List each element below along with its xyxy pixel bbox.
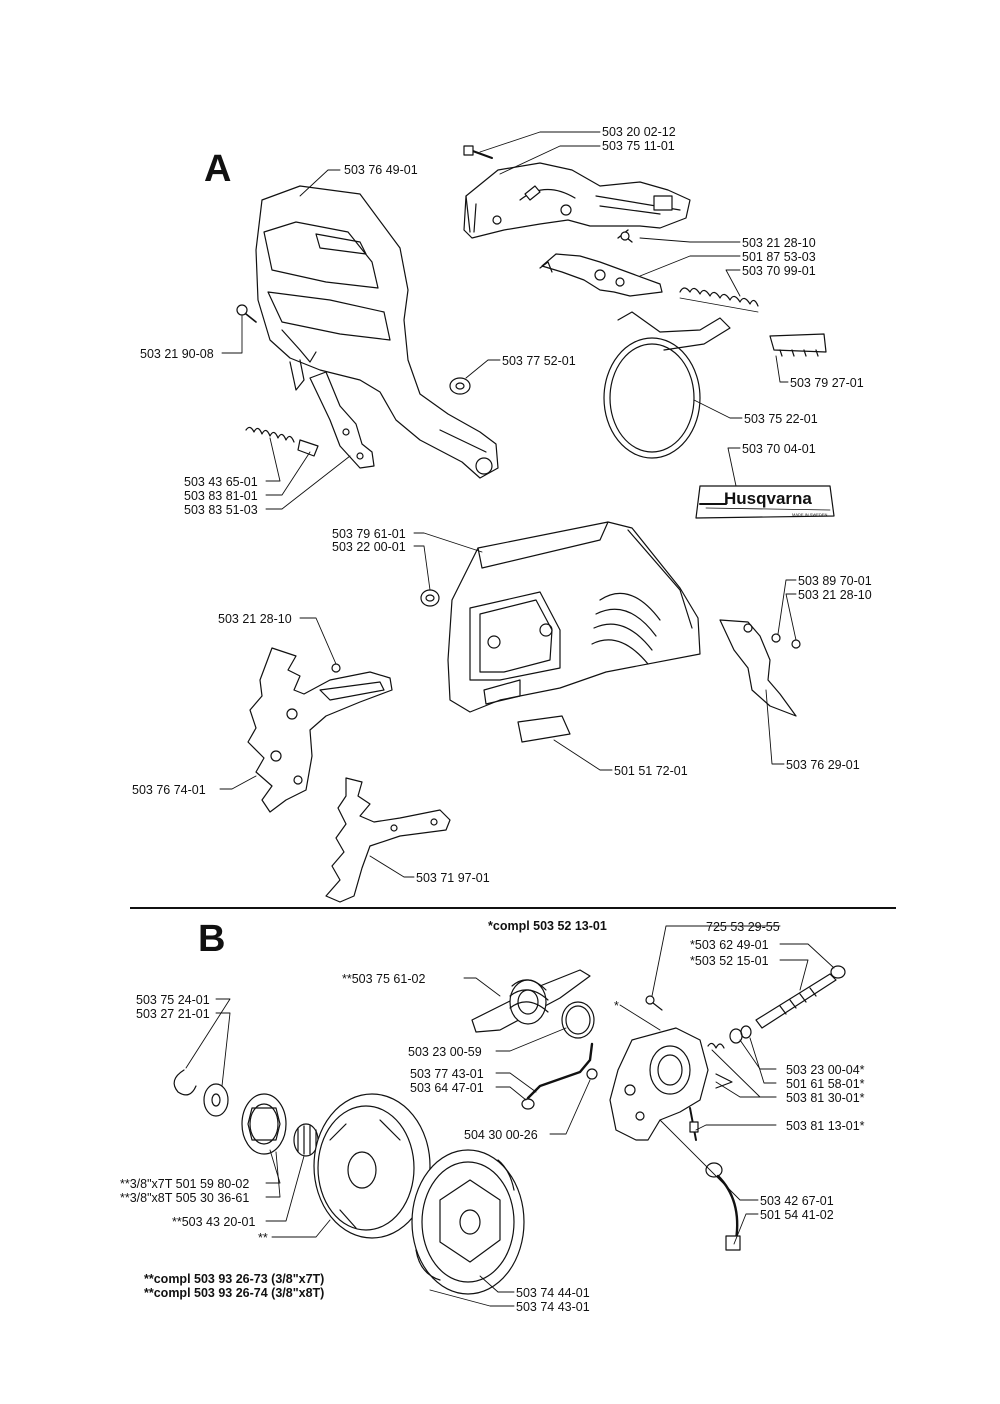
part-label: 503 75 11-01 [602, 139, 675, 153]
part-label: 503 76 49-01 [344, 163, 418, 177]
bumper-spike-2-part [325, 777, 451, 903]
part-label: 503 27 21-01 [136, 1007, 210, 1021]
bumper-spike-part [247, 647, 393, 813]
oil-pipe-part [521, 1042, 598, 1110]
part-label: 503 81 13-01* [786, 1119, 865, 1133]
part-label: 503 79 61-01 [332, 527, 406, 541]
arrow-icon [715, 1073, 733, 1089]
small-screw-part [617, 229, 633, 243]
part-label: **3/8"x7T 501 59 80-02 [120, 1177, 250, 1191]
part-label: 503 70 04-01 [742, 442, 816, 456]
part-label: 503 42 67-01 [760, 1194, 834, 1208]
part-label: 503 21 90-08 [140, 347, 214, 361]
felt-pad-part [517, 715, 571, 743]
part-label: **503 43 20-01 [172, 1215, 256, 1229]
circlip-part [173, 1069, 197, 1096]
part-label: 501 54 41-02 [760, 1208, 834, 1222]
part-label: *503 52 15-01 [690, 954, 769, 968]
washer-part [203, 1083, 229, 1117]
brake-lever-part [539, 253, 663, 297]
spike-screw-part [331, 663, 341, 673]
part-label: 501 61 58-01* [786, 1077, 865, 1091]
part-label: 503 21 28-10 [742, 236, 816, 250]
part-label: 503 70 99-01 [742, 264, 816, 278]
part-label: 503 75 24-01 [136, 993, 210, 1007]
part-label: 503 23 00-04* [786, 1063, 865, 1077]
decal-brand-text: Husqvarna [724, 489, 812, 508]
pump-shaft-part [755, 965, 846, 1029]
part-label: ** [258, 1231, 268, 1245]
clutch-part [411, 1149, 525, 1295]
part-label: 504 30 00-26 [464, 1128, 538, 1142]
brake-bracket-part [463, 162, 691, 239]
section-a-letter: A [204, 148, 232, 190]
part-label: 503 74 44-01 [516, 1286, 590, 1300]
part-label: *503 62 49-01 [690, 938, 769, 952]
lever-arm-part [309, 371, 375, 469]
part-label: 503 83 51-03 [184, 503, 258, 517]
part-label: 503 23 00-59 [408, 1045, 482, 1059]
cover-nut-part [420, 589, 440, 607]
part-label: * [614, 999, 619, 1013]
part-label: 503 77 52-01 [502, 354, 576, 368]
part-label: 503 75 22-01 [744, 412, 818, 426]
part-label: 503 43 65-01 [184, 475, 258, 489]
oil-pump-part [609, 1027, 709, 1141]
clutch-drum-part [313, 1093, 431, 1239]
toothed-plate-part [769, 333, 827, 357]
part-label: 503 71 97-01 [416, 871, 490, 885]
part-label: 503 20 02-12 [602, 125, 676, 139]
part-label: 503 64 47-01 [410, 1081, 484, 1095]
decal-small-text: MADE IN SWEDEN [792, 512, 828, 517]
pump-screw-part [645, 995, 663, 1011]
part-label: 503 21 28-10 [798, 588, 872, 602]
nut-part [449, 377, 471, 395]
section-b-letter: B [198, 918, 226, 960]
brake-handle-part [255, 185, 499, 479]
rim-sprocket-part [241, 1093, 287, 1155]
part-label: 503 76 29-01 [786, 758, 860, 772]
part-label: 503 81 30-01* [786, 1091, 865, 1105]
part-label: 503 83 81-01 [184, 489, 258, 503]
part-label: 503 74 43-01 [516, 1300, 590, 1314]
leader-lines [185, 131, 835, 1307]
part-label: 503 77 43-01 [410, 1067, 484, 1081]
assembly-label: *compl 503 52 13-01 [488, 919, 607, 933]
part-label: 501 87 53-03 [742, 250, 816, 264]
guard-plate-part [719, 619, 797, 717]
section-divider [130, 907, 896, 909]
o-ring-part [561, 1001, 595, 1039]
lever-spring-part [245, 426, 295, 443]
decal-part [695, 485, 835, 519]
oil-hose-part [705, 1162, 741, 1251]
spring-part [679, 287, 759, 313]
part-label: 501 51 72-01 [614, 764, 688, 778]
part-label: 503 79 27-01 [790, 376, 864, 390]
screw-part [463, 145, 493, 159]
handle-screw-part [236, 304, 257, 323]
adjust-screw-part [689, 1107, 699, 1141]
part-label: **503 75 61-02 [342, 972, 426, 986]
assembly-label: **compl 503 93 26-74 (3/8"x8T) [144, 1286, 325, 1300]
lever-pin-part [297, 439, 319, 457]
part-label: 503 89 70-01 [798, 574, 872, 588]
part-label: 503 21 28-10 [218, 612, 292, 626]
needle-bearing-part [293, 1123, 319, 1157]
drive-plate-part [471, 969, 591, 1033]
guard-screw-part [771, 633, 801, 649]
part-label: 503 22 00-01 [332, 540, 406, 554]
part-label: 725 53 29-55 [706, 920, 780, 934]
clutch-cover-part [447, 521, 701, 713]
pump-washers-part [707, 1025, 752, 1049]
assembly-label: **compl 503 93 26-73 (3/8"x7T) [144, 1272, 325, 1286]
part-label: 503 76 74-01 [132, 783, 206, 797]
brake-band-part [603, 311, 731, 459]
part-label: **3/8"x8T 505 30 36-61 [120, 1191, 250, 1205]
